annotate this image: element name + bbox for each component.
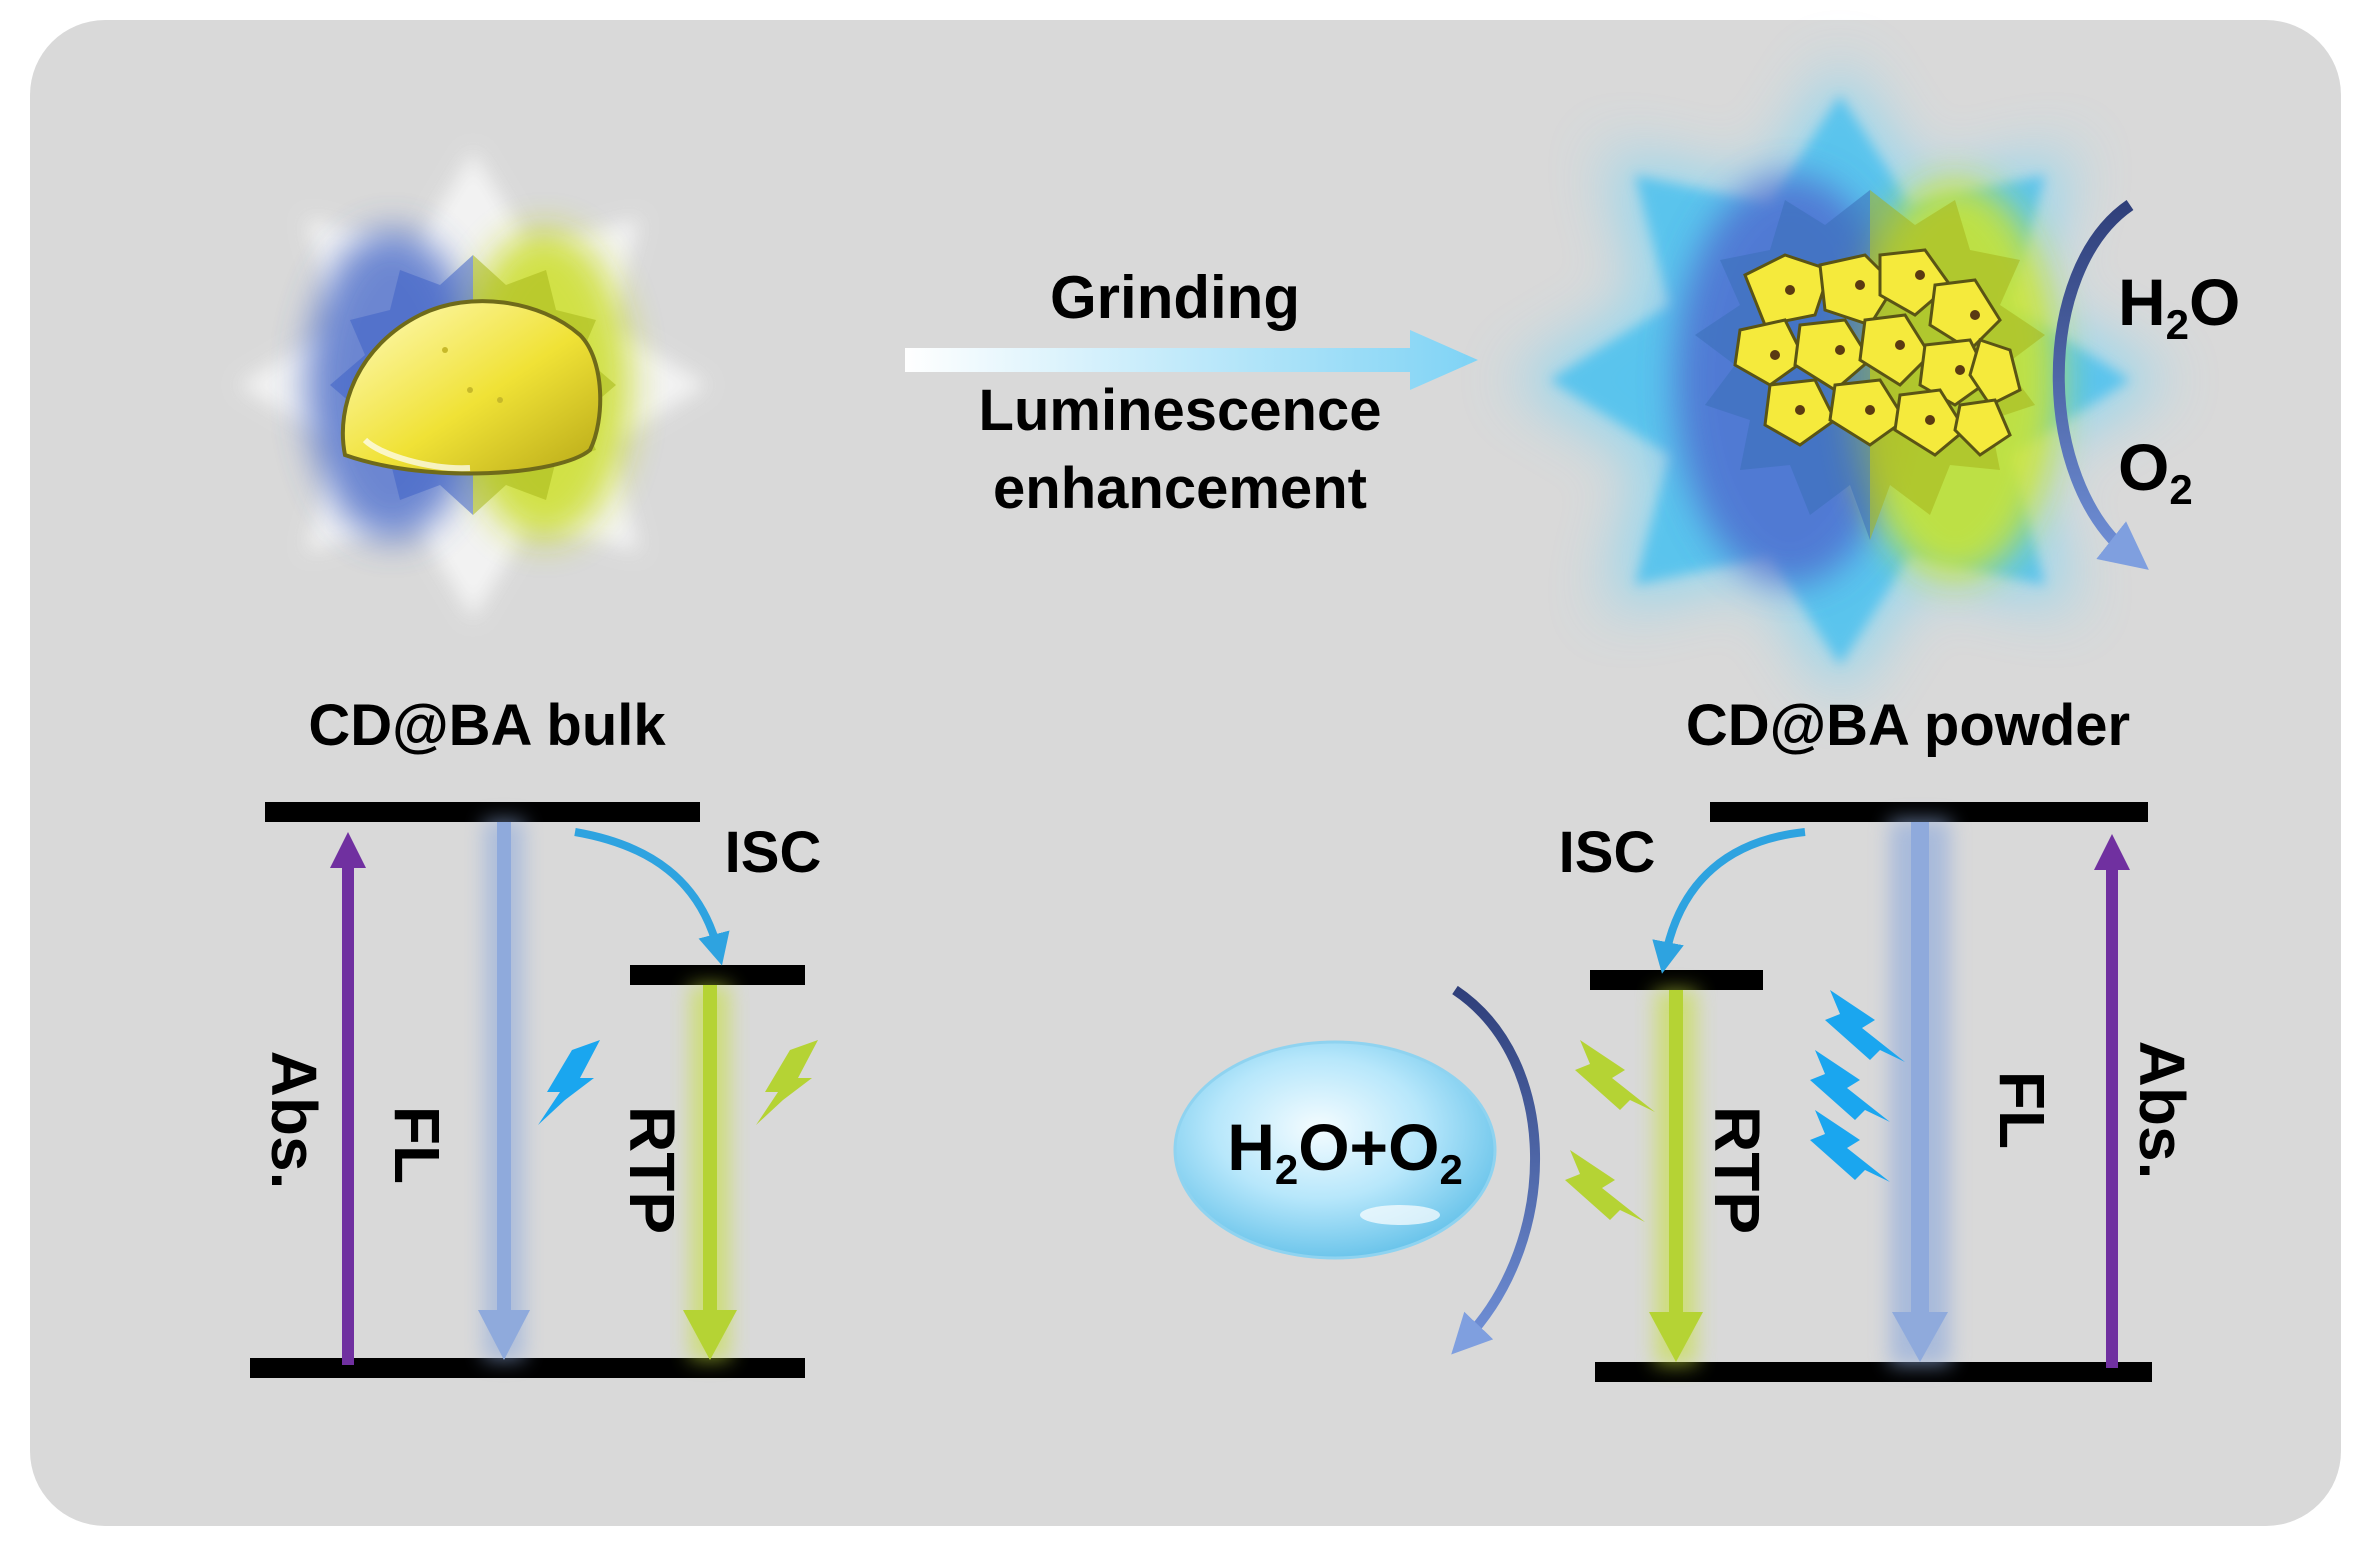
carbon-dot <box>1855 280 1865 290</box>
powder-grain <box>1918 338 1992 407</box>
bulk-crystal-dot <box>497 397 503 403</box>
enhancement-label: enhancement <box>993 456 1367 521</box>
bulk-isc-arrow <box>574 828 730 966</box>
bulk-crystal <box>340 299 603 476</box>
blue-lightning-icon <box>1825 990 1905 1062</box>
carbon-dot <box>1925 415 1935 425</box>
powder-grain <box>1953 398 2012 457</box>
powder-fl-label: FL <box>1986 1071 2058 1149</box>
bulk-abs-label: Abs. <box>258 1051 330 1190</box>
h2o-o2-deflect-arrow <box>2052 200 2149 570</box>
carbon-dot <box>1835 345 1845 355</box>
carbon-dot <box>1785 285 1795 295</box>
carbon-dots <box>1770 270 1980 425</box>
quencher-label: H2O+O2 <box>1227 1110 1463 1193</box>
bulk-crystal-highlight <box>362 437 471 472</box>
blue-lightning-icon <box>1810 1110 1890 1182</box>
grinding-label: Grinding <box>1050 264 1300 331</box>
powder-grain <box>1858 313 1932 387</box>
luminescence-label: Luminescence <box>979 378 1382 443</box>
carbon-dot <box>1895 340 1905 350</box>
bulk-title: CD@BA bulk <box>308 693 666 758</box>
bulk-rtp-arrowhead <box>683 1310 737 1360</box>
green-lightning-icon <box>1575 1040 1655 1112</box>
oxygen-water-droplet <box>1173 1040 1497 1260</box>
bulk-crystal-illustration <box>238 150 708 620</box>
powder-fl-arrowhead <box>1892 1312 1948 1362</box>
carbon-dot <box>1970 310 1980 320</box>
powder-abs-label: Abs. <box>2126 1041 2198 1180</box>
blue-lightning-icon <box>1810 1050 1890 1122</box>
bulk-fl-arrowhead <box>478 1310 530 1360</box>
powder-isc-arrow <box>1652 828 1806 974</box>
h2o-label: H2O <box>2118 265 2240 348</box>
grinding-process: Grinding Luminescence enhancement <box>905 264 1478 521</box>
bulk-energy-diagram: CD@BA bulk Abs. FL ISC RTP <box>250 693 822 1378</box>
bulk-fl-label: FL <box>381 1106 453 1184</box>
powder-rtp-label: RTP <box>1701 1106 1773 1234</box>
carbon-dot <box>1955 365 1965 375</box>
powder-grain <box>1968 338 2022 407</box>
quench-deflect-arrow <box>1451 985 1540 1355</box>
carbon-dot <box>1915 270 1925 280</box>
powder-grain <box>1793 318 1872 392</box>
powder-grain <box>1818 253 1897 327</box>
bulk-crystal-dot <box>442 347 448 353</box>
green-lightning-icon <box>1565 1150 1645 1222</box>
bulk-isc-label: ISC <box>725 820 822 885</box>
powder-title: CD@BA powder <box>1686 693 2130 758</box>
green-lightning-icon <box>756 1040 818 1125</box>
blue-lightning-icon <box>538 1040 600 1125</box>
powder-crystal-cluster <box>1733 248 2022 457</box>
powder-rtp-arrowhead <box>1649 1312 1703 1362</box>
powder-isc-label: ISC <box>1559 820 1656 885</box>
o2-label: O2 <box>2118 430 2193 513</box>
powder-illustration: H2O O2 <box>1510 60 2240 700</box>
carbon-dot <box>1770 350 1780 360</box>
carbon-dot <box>1795 405 1805 415</box>
bulk-crystal-dot <box>467 387 473 393</box>
carbon-dot <box>1865 405 1875 415</box>
powder-energy-diagram: CD@BA powder Abs. FL ISC RTP H2O+O2 <box>1173 693 2198 1382</box>
powder-grain <box>1733 318 1807 387</box>
bulk-rtp-label: RTP <box>616 1106 688 1234</box>
powder-grain <box>1928 278 2002 352</box>
droplet-highlight <box>1360 1205 1440 1225</box>
grinding-arrow <box>905 330 1478 390</box>
